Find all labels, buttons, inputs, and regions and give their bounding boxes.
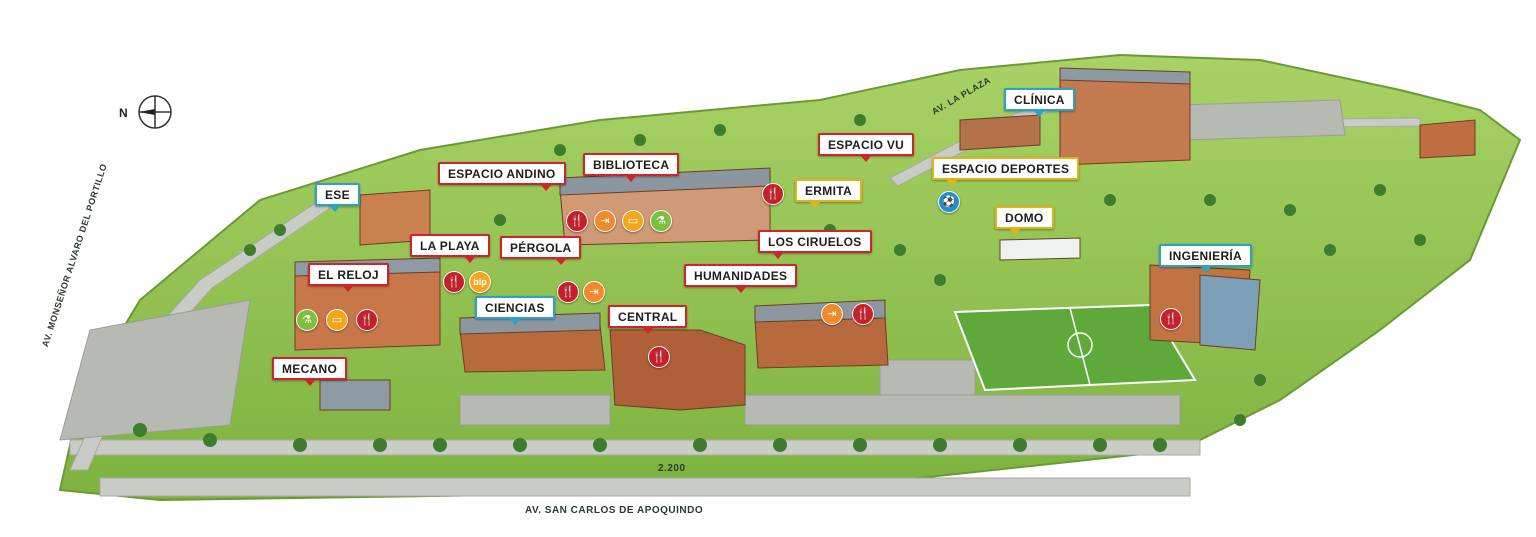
- exit-icon[interactable]: ⇥: [583, 281, 605, 303]
- lab-flask-icon[interactable]: ⚗: [296, 309, 318, 331]
- label-mecano[interactable]: MECANO: [272, 357, 348, 386]
- lab-flask-icon[interactable]: ⚗: [650, 210, 672, 232]
- restaurant-icon[interactable]: 🍴: [852, 303, 874, 325]
- label-la-playa[interactable]: LA PLAYA: [410, 234, 490, 263]
- label-el-reloj[interactable]: EL RELOJ: [308, 263, 389, 292]
- label-ermita[interactable]: ERMITA: [795, 179, 862, 208]
- restaurant-icon[interactable]: 🍴: [443, 271, 465, 293]
- trees: [133, 114, 1426, 452]
- label-humanidades[interactable]: HUMANIDADES: [684, 264, 798, 293]
- restaurant-icon[interactable]: 🍴: [557, 281, 579, 303]
- restaurant-icon[interactable]: 🍴: [1160, 308, 1182, 330]
- soccer-field: [953, 303, 1197, 392]
- restaurant-icon[interactable]: 🍴: [566, 210, 588, 232]
- label-central[interactable]: CENTRAL: [608, 305, 688, 334]
- soccer-ball-icon[interactable]: ⚽: [938, 191, 960, 213]
- label-espacio-andino[interactable]: ESPACIO ANDINO: [438, 162, 566, 191]
- restaurant-icon[interactable]: 🍴: [648, 346, 670, 368]
- compass-north-icon: N: [119, 95, 172, 129]
- label-biblioteca[interactable]: BIBLIOTECA: [583, 153, 680, 182]
- road-label-main: AV. SAN CARLOS DE APOQUINDO: [525, 505, 704, 516]
- label-pergola[interactable]: PÉRGOLA: [500, 236, 582, 265]
- label-ingenieria[interactable]: INGENIERÍA: [1159, 244, 1253, 273]
- exit-icon[interactable]: ⇥: [594, 210, 616, 232]
- label-ciencias[interactable]: CIENCIAS: [475, 296, 555, 325]
- label-espacio-deportes[interactable]: ESPACIO DEPORTES: [932, 157, 1080, 186]
- parking-lots: [59, 99, 1346, 441]
- compass-letter: N: [119, 106, 128, 120]
- bip-card-icon[interactable]: bip: [469, 271, 491, 293]
- restaurant-icon[interactable]: 🍴: [356, 309, 378, 331]
- label-espacio-vu[interactable]: ESPACIO VU: [818, 133, 915, 162]
- book-icon[interactable]: ▭: [622, 210, 644, 232]
- restaurant-icon[interactable]: 🍴: [762, 183, 784, 205]
- label-los-ciruelos[interactable]: LOS CIRUELOS: [758, 230, 872, 259]
- exit-icon[interactable]: ⇥: [821, 303, 843, 325]
- road-label-number: 2.200: [658, 463, 686, 474]
- label-clinica[interactable]: CLÍNICA: [1004, 88, 1075, 117]
- label-domo[interactable]: DOMO: [995, 206, 1054, 235]
- label-ese[interactable]: ESE: [315, 183, 360, 212]
- book-icon[interactable]: ▭: [326, 309, 348, 331]
